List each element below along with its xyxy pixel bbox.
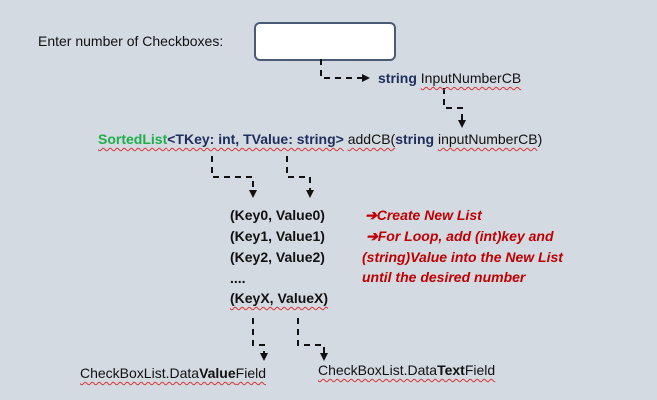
arrow-right-icon: ➔ — [366, 228, 378, 244]
arrowhead — [458, 120, 466, 128]
checkbox-count-label: Enter number of Checkboxes: — [38, 33, 224, 49]
param-name: InputNumberCB — [420, 70, 522, 86]
pair-item: .... — [230, 270, 246, 286]
arrowhead — [320, 353, 328, 361]
arrow-right-icon: ➔ — [365, 207, 377, 223]
note-line: Create New List — [376, 207, 482, 223]
param-type: string — [378, 70, 417, 86]
arrowhead — [306, 190, 314, 198]
input-param: string InputNumberCB — [378, 69, 521, 87]
note-line: (string)Value into the New List — [362, 249, 563, 265]
pair-item: (Key2, Value2) — [230, 249, 325, 265]
generic-types: <TKey: int, TValue: string> — [167, 131, 344, 147]
checkbox-count-input[interactable] — [254, 22, 396, 61]
arrowhead — [260, 353, 268, 361]
arg-type: string — [395, 131, 435, 147]
method-name: addCB( — [347, 131, 396, 147]
note-line: For Loop, add (int)key and — [377, 228, 554, 244]
method-signature: SortedList<TKey: int, TValue: string> ad… — [98, 131, 543, 147]
value-field-label: CheckBoxList.DataValueField — [80, 365, 267, 381]
pair-item: (KeyX, ValueX) — [230, 290, 329, 306]
arg-name: inputNumberCB — [437, 131, 538, 147]
class-name: SortedList — [98, 131, 168, 147]
arrowhead — [249, 190, 257, 198]
note-line: until the desired number — [362, 269, 526, 285]
arrowhead — [362, 74, 370, 82]
pair-item: (Key0, Value0) — [230, 207, 325, 223]
text-field-label: CheckBoxList.DataTextField — [318, 362, 496, 378]
pair-item: (Key1, Value1) — [230, 228, 325, 244]
